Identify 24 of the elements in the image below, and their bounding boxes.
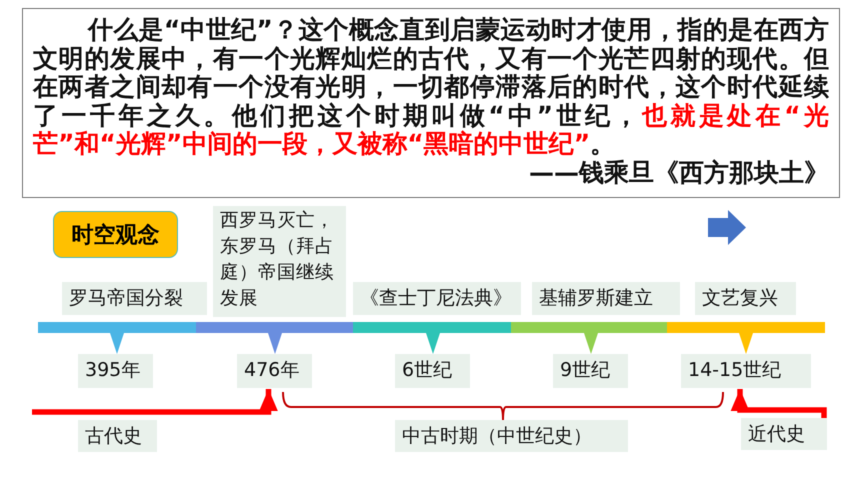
arrow xyxy=(32,389,278,415)
event-label: 文艺复兴 xyxy=(695,282,796,315)
attribution-text: ——钱乘旦《西方那块土》 xyxy=(528,158,829,187)
arrow xyxy=(730,389,827,418)
event-label: 《查士丁尼法典》 xyxy=(353,282,521,315)
topic-badge: 时空观念 xyxy=(53,211,178,258)
pointer-triangle xyxy=(739,333,753,354)
event-label: 西罗马灭亡，东罗马（拜占庭）帝国继续发展 xyxy=(213,206,346,317)
date-label: 9世纪 xyxy=(553,354,628,388)
quote-box xyxy=(22,8,840,198)
pointer-triangle xyxy=(426,333,440,354)
date-label: 395年 xyxy=(78,354,153,388)
event-label: 罗马帝国分裂 xyxy=(62,282,207,315)
date-label: 14-15世纪 xyxy=(681,354,811,388)
pointer-triangle xyxy=(110,333,124,354)
period-label: 中古时期（中世纪史） xyxy=(395,420,628,452)
period-label: 古代史 xyxy=(78,420,157,452)
period-label: 近代史 xyxy=(741,418,827,450)
pointer-triangle xyxy=(268,333,282,354)
date-label: 6世纪 xyxy=(395,354,470,388)
event-label: 基辅罗斯建立 xyxy=(532,282,680,315)
pointer-triangle xyxy=(584,333,598,354)
quote-text: 什么是“中世纪”？这个概念直到启蒙运动时才使用，指的是在西方文明的发展中，有一个光辉灿烂的古代，又有一个光芒四射的现代。但在两者之间却有一个没有光明，一切都停滞落后的时代，这个时代延续了一千年之久。他们把这个时期叫做“中”世纪，也就是处在“光芒”和“光辉”中间的一段，又被称“黑暗的中世纪”。 xyxy=(33,16,829,158)
date-label: 476年 xyxy=(237,354,312,388)
